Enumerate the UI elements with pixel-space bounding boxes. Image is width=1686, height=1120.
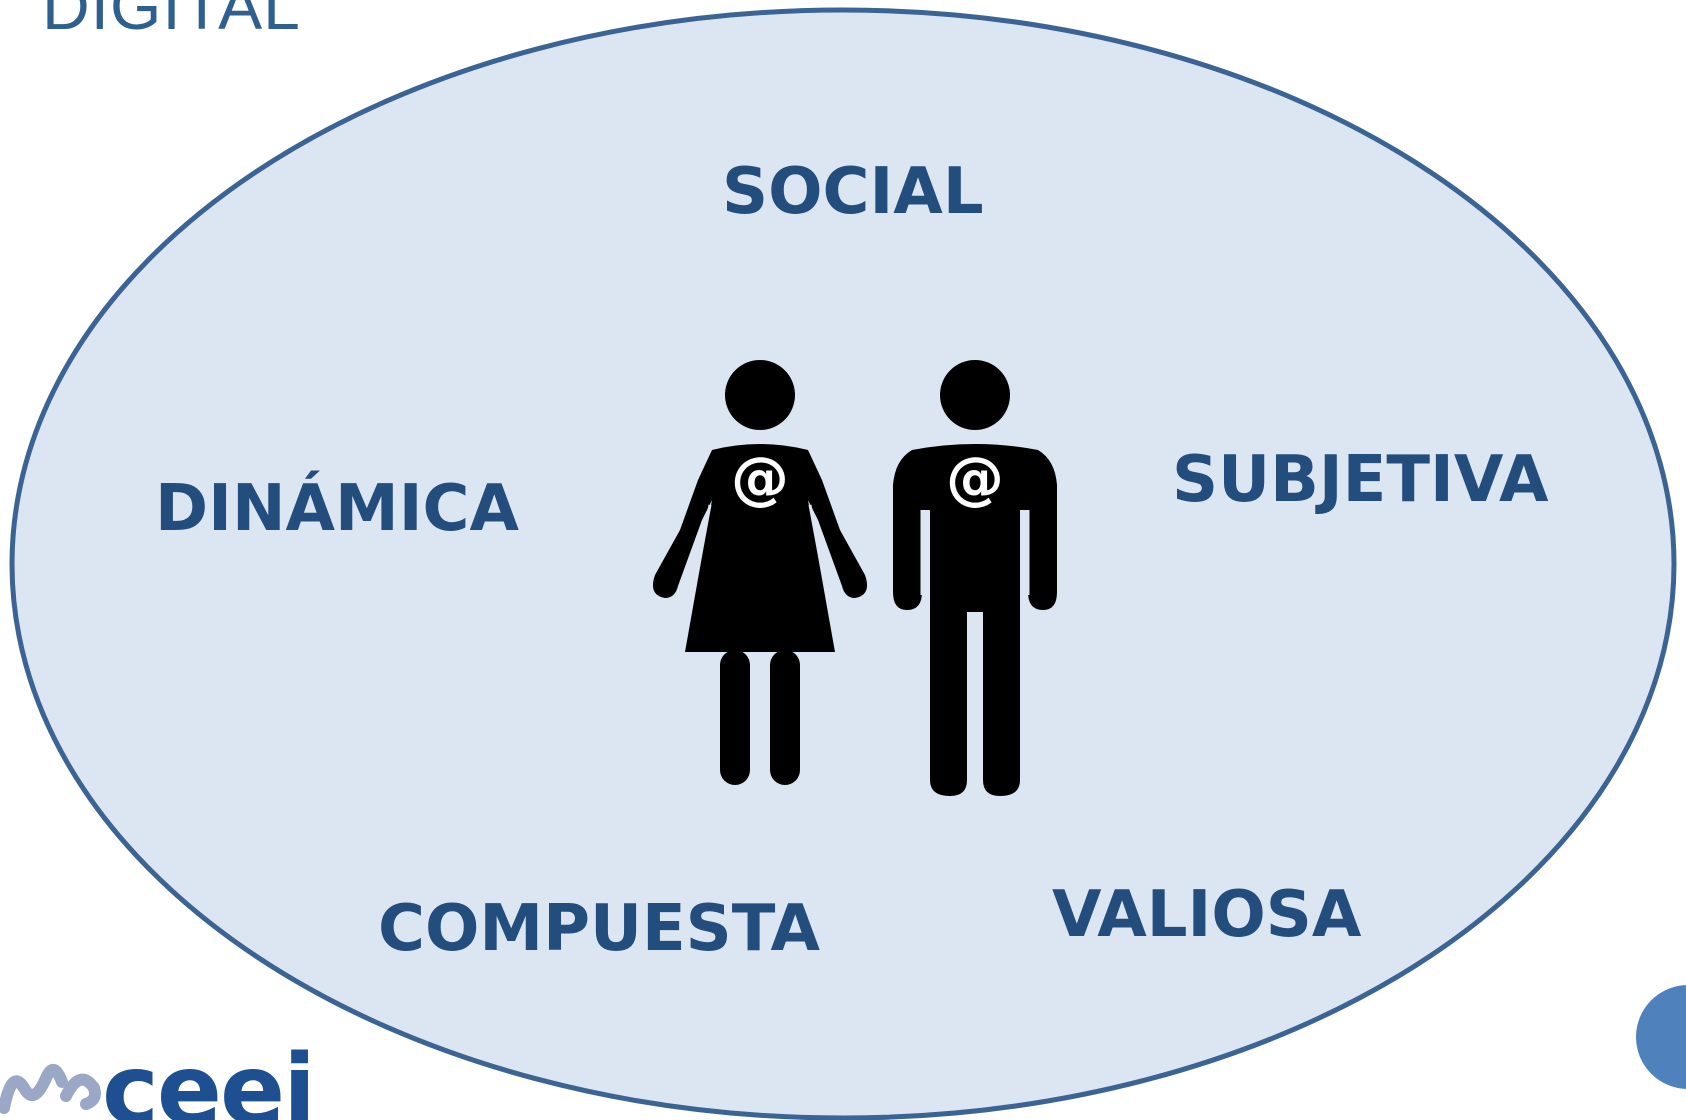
at-sign-icon: @ bbox=[731, 444, 789, 512]
woman-icon bbox=[652, 360, 868, 785]
logo-swirl-icon bbox=[0, 1064, 101, 1114]
attribute-dinamica: DINÁMICA bbox=[155, 472, 520, 546]
man-icon bbox=[893, 360, 1057, 796]
at-sign-icon: @ bbox=[946, 444, 1004, 512]
attribute-subjetiva: SUBJETIVA bbox=[1172, 443, 1549, 517]
slide-title: DIGITAL bbox=[42, 0, 301, 43]
ceei-logo: ceei bbox=[0, 1048, 330, 1120]
attribute-social: SOCIAL bbox=[722, 155, 984, 229]
attribute-compuesta: COMPUESTA bbox=[378, 892, 820, 966]
attribute-valiosa: VALIOSA bbox=[1052, 878, 1362, 952]
people-figures: @ @ bbox=[652, 360, 1057, 796]
logo-text: ceei bbox=[102, 1048, 316, 1120]
